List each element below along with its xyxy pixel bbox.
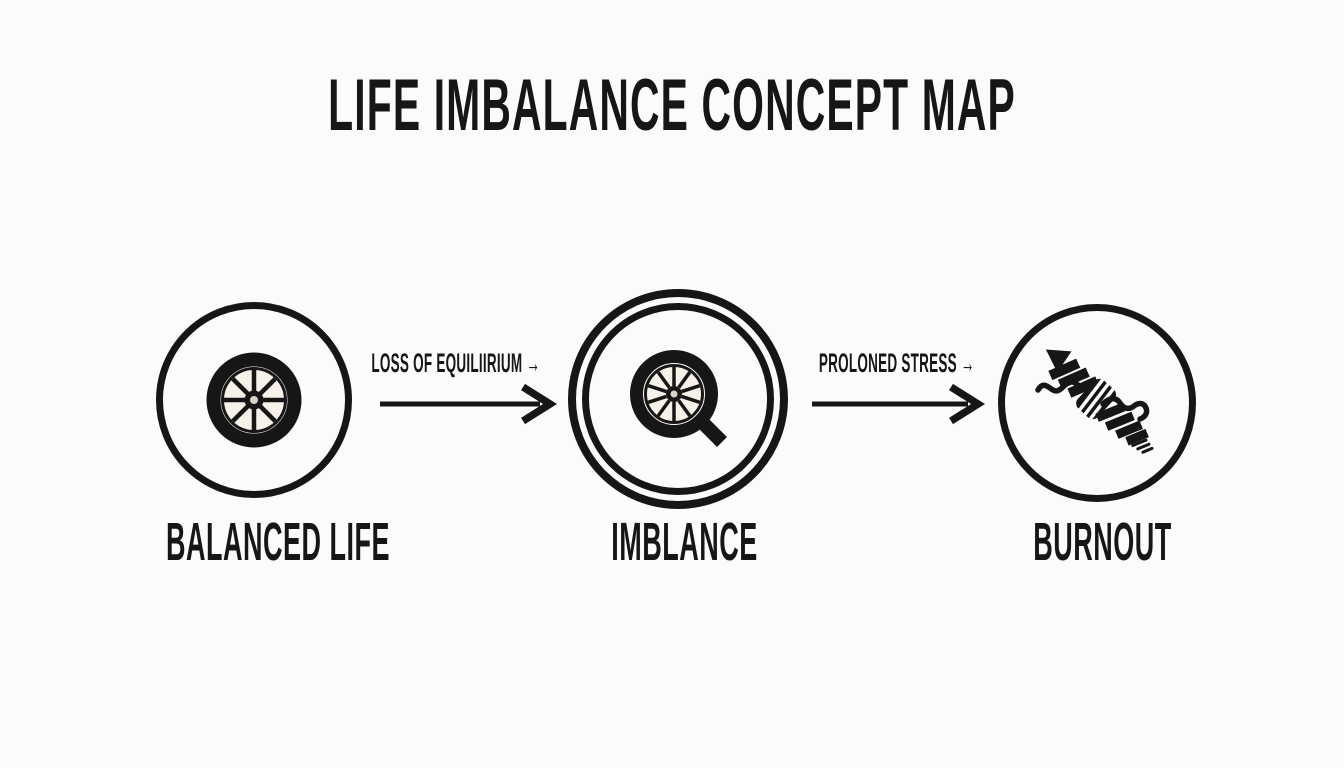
- arrow-balanced-to-imblance: [380, 383, 558, 425]
- rope-body: [1045, 349, 1154, 454]
- node-label-imblance: IMBLANCE: [484, 514, 884, 570]
- magnifier-handle: [698, 418, 727, 447]
- edge-label-prolonged-stress: PROLONED STRESS →: [697, 349, 1097, 377]
- edge-label-loss-of-equilibrium: LOSS OF EQUILIIRIUM →: [256, 349, 656, 377]
- wheel-spokes: [647, 367, 701, 421]
- tire-ring: [630, 350, 718, 438]
- node-burnout: [998, 304, 1196, 502]
- node-label-balanced-life: BALANCED LIFE: [54, 514, 454, 570]
- wheel-magnifier-icon: [630, 350, 727, 447]
- prolonged-stress-text: PROLONED STRESS →: [819, 348, 975, 378]
- arrow-imblance-to-burnout: [812, 383, 986, 425]
- frayed-rope-icon: [1035, 349, 1154, 454]
- burnout-label-text: BURNOUT: [1032, 512, 1172, 572]
- rope-tip: [1045, 349, 1072, 373]
- rope-loose-strands: [1035, 379, 1150, 422]
- imblance-label-text: IMBLANCE: [610, 512, 758, 572]
- rope-frayed-ends: [1131, 438, 1154, 454]
- wheel-icon: [206, 352, 302, 448]
- page-title: LIFE IMBALANCE CONCEPT MAP: [0, 68, 1344, 144]
- node-imblance: [568, 289, 788, 509]
- balanced-life-label-text: BALANCED LIFE: [165, 512, 390, 572]
- node-label-burnout: BURNOUT: [902, 514, 1302, 570]
- page-title-text: LIFE IMBALANCE CONCEPT MAP: [328, 65, 1016, 146]
- loss-of-equilibrium-text: LOSS OF EQUILIIRIUM →: [371, 348, 541, 378]
- wheel-spokes: [224, 370, 284, 430]
- tire-ring: [206, 352, 302, 448]
- imblance-inner-ring: [582, 303, 774, 495]
- node-balanced-life: [156, 302, 352, 498]
